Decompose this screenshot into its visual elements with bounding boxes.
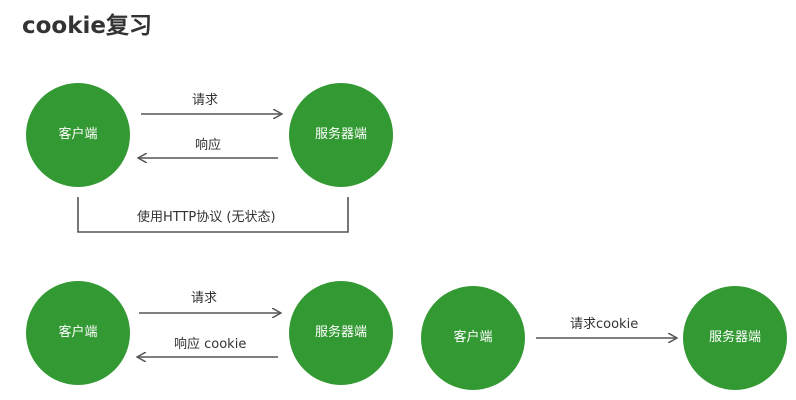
server-node-3 (683, 286, 787, 390)
protocol-label: 使用HTTP协议 (无状态) (137, 210, 276, 225)
client-node-2 (26, 281, 130, 385)
page-title: cookie复习 (22, 13, 153, 39)
client-label-1: 客户端 (58, 127, 98, 142)
server-node-2 (289, 281, 393, 385)
response-label-1: 响应 (195, 138, 222, 153)
request-label-2: 请求 (191, 291, 218, 306)
server-label-3: 服务器端 (708, 330, 761, 345)
server-label-2: 服务器端 (314, 325, 367, 340)
request-cookie-label: 请求cookie (570, 317, 639, 332)
client-node-1 (26, 83, 130, 187)
client-label-3: 客户端 (453, 330, 493, 345)
server-label-1: 服务器端 (314, 127, 367, 142)
client-label-2: 客户端 (58, 325, 98, 340)
client-node-3 (421, 286, 525, 390)
protocol-bracket (77, 197, 349, 233)
request-label-1: 请求 (192, 93, 219, 108)
server-node-1 (289, 83, 393, 187)
response-cookie-label: 响应 cookie (174, 337, 247, 352)
